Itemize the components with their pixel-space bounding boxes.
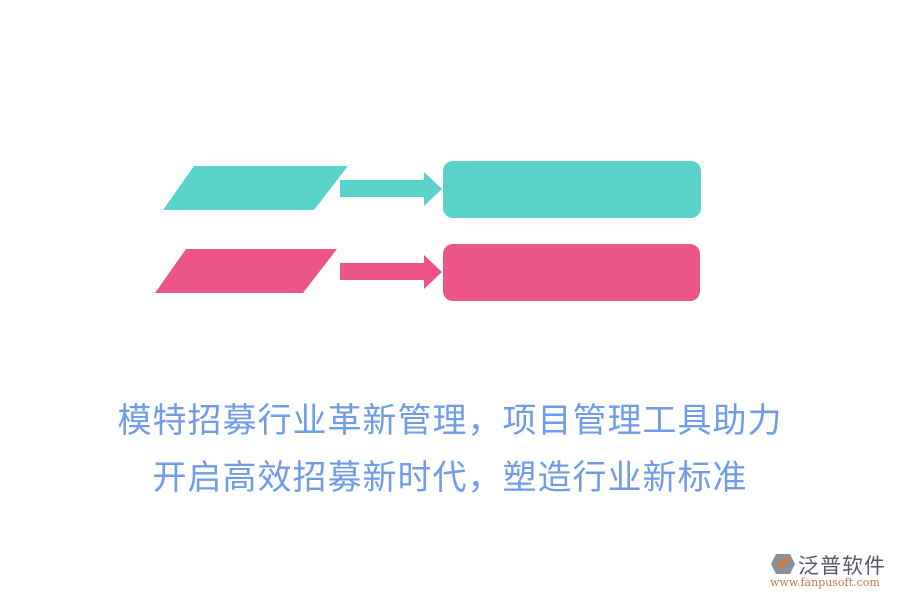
input-parallelogram-2 xyxy=(155,249,337,293)
output-box-1 xyxy=(443,161,701,218)
input-parallelogram-1 xyxy=(163,166,348,210)
caption-line-2: 开启高效招募新时代，塑造行业新标准 xyxy=(152,458,748,498)
logo-name: 泛普软件 xyxy=(798,554,886,578)
caption-line-1: 模特招募行业革新管理，项目管理工具助力 xyxy=(117,401,783,441)
logo-icon xyxy=(771,554,795,574)
output-box-2 xyxy=(443,244,700,301)
logo: 泛普软件 www.fanpusoft.com xyxy=(768,550,898,596)
logo-url: www.fanpusoft.com xyxy=(770,576,880,589)
arrow-icon-2 xyxy=(340,255,442,289)
arrow-icon-1 xyxy=(340,172,442,206)
